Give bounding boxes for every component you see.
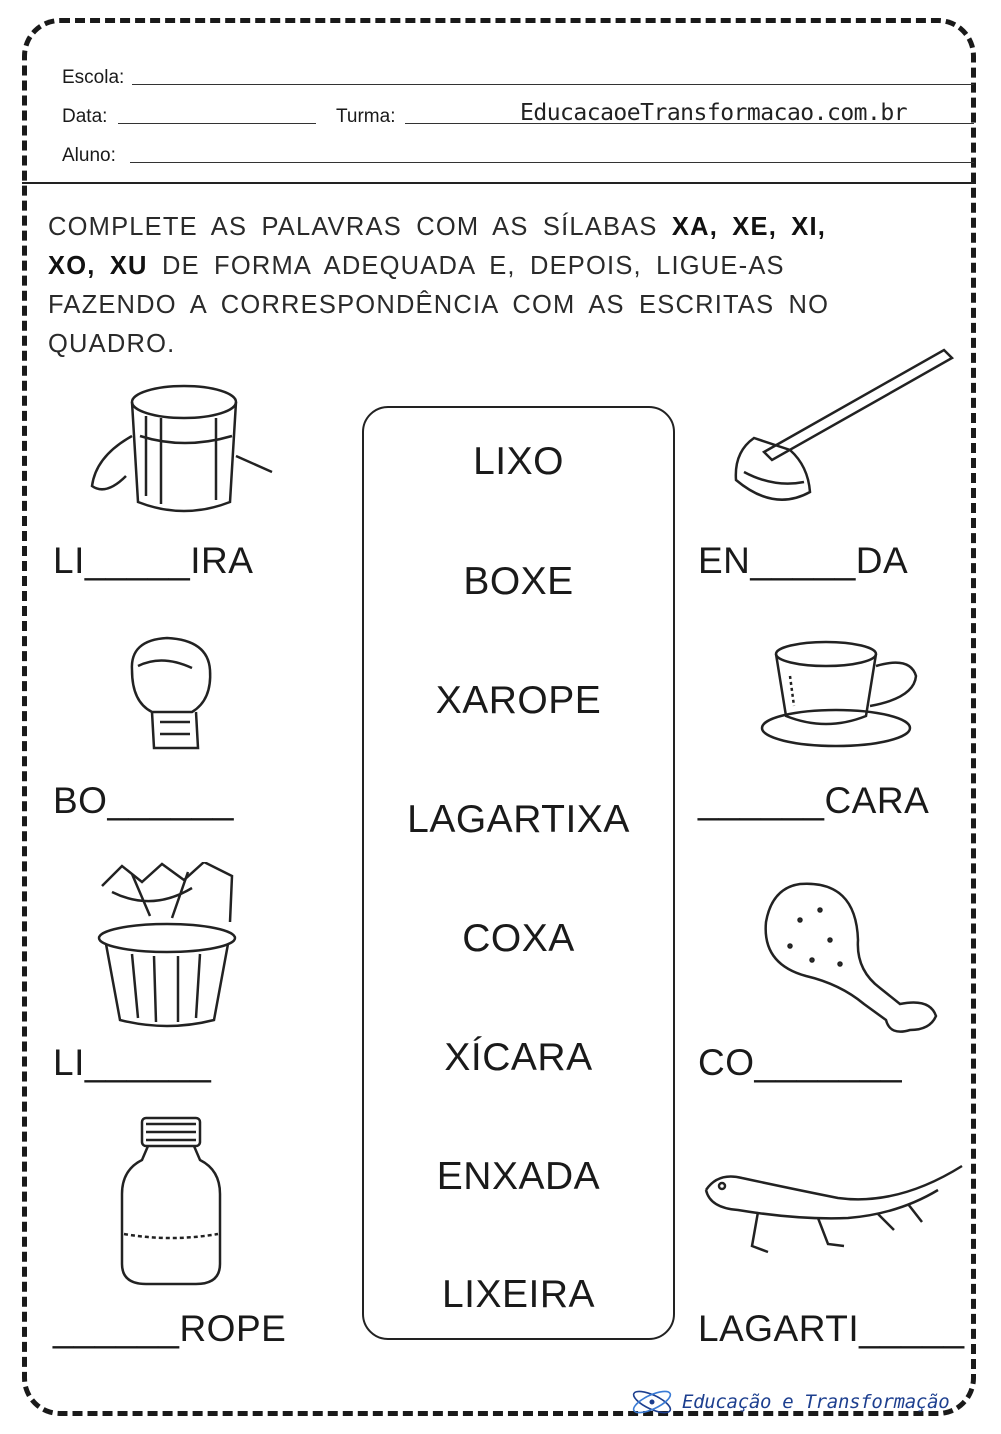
option-boxe[interactable]: BOXE (463, 560, 574, 603)
instruction-part2: DE FORMA ADEQUADA E, DEPOIS, LIGUE-AS FA… (48, 252, 830, 358)
syrup-bottle-icon (116, 1114, 226, 1290)
hoe-icon (724, 342, 956, 522)
answer-box (362, 406, 675, 1340)
instruction-part1: COMPLETE AS PALAVRAS COM AS SÍLABAS (48, 213, 658, 241)
left-word-3[interactable]: LI______ (53, 1042, 212, 1083)
left-word-2[interactable]: BO______ (53, 780, 234, 821)
option-coxa[interactable]: COXA (462, 917, 575, 960)
website-watermark: EducacaoeTransformacao.com.br (520, 100, 908, 126)
turma-label: Turma: (336, 106, 396, 127)
option-lixeira[interactable]: LIXEIRA (441, 1273, 596, 1316)
right-word-2[interactable]: ______CARA (698, 780, 930, 821)
left-word-4[interactable]: ______ROPE (53, 1308, 287, 1349)
data-field[interactable] (118, 123, 316, 124)
syllable-xu: XU (109, 252, 148, 280)
atom-logo-icon (632, 1390, 672, 1414)
lizard-icon (698, 1160, 966, 1266)
footer-logo: Educação e Transformação (628, 1385, 950, 1419)
aluno-field[interactable] (130, 162, 974, 163)
aluno-label: Aluno: (62, 145, 116, 166)
boxing-glove-icon (112, 630, 224, 754)
left-word-1[interactable]: LI_____IRA (53, 540, 254, 581)
instruction-text: COMPLETE AS PALAVRAS COM AS SÍLABAS XA, … (48, 208, 868, 364)
syllable-xa: XA, (671, 213, 718, 241)
turma-field[interactable] (405, 123, 974, 124)
syllable-xo: XO, (48, 252, 96, 280)
escola-field[interactable] (132, 84, 974, 85)
trash-can-icon (92, 862, 242, 1030)
option-lagartixa[interactable]: LAGARTIXA (407, 798, 630, 841)
syllable-xe: XE, (732, 213, 777, 241)
drumstick-icon (760, 880, 946, 1036)
footer-logo-text: Educação e Transformação (682, 1391, 950, 1413)
data-label: Data: (62, 106, 108, 127)
right-word-4[interactable]: LAGARTI_____ (698, 1308, 965, 1349)
escola-label: Escola: (62, 67, 125, 88)
option-lixo[interactable]: LIXO (473, 440, 564, 483)
syllable-xi: XI, (791, 213, 827, 241)
option-xicara[interactable]: XÍCARA (444, 1036, 593, 1079)
header-separator (22, 182, 976, 184)
option-xarope[interactable]: XAROPE (435, 679, 602, 722)
teacup-icon (760, 636, 926, 754)
option-enxada[interactable]: ENXADA (436, 1155, 601, 1198)
right-word-1[interactable]: EN_____DA (698, 540, 909, 581)
dashed-page-border (22, 18, 976, 1416)
pot-icon (66, 376, 276, 522)
right-word-3[interactable]: CO_______ (698, 1042, 903, 1083)
